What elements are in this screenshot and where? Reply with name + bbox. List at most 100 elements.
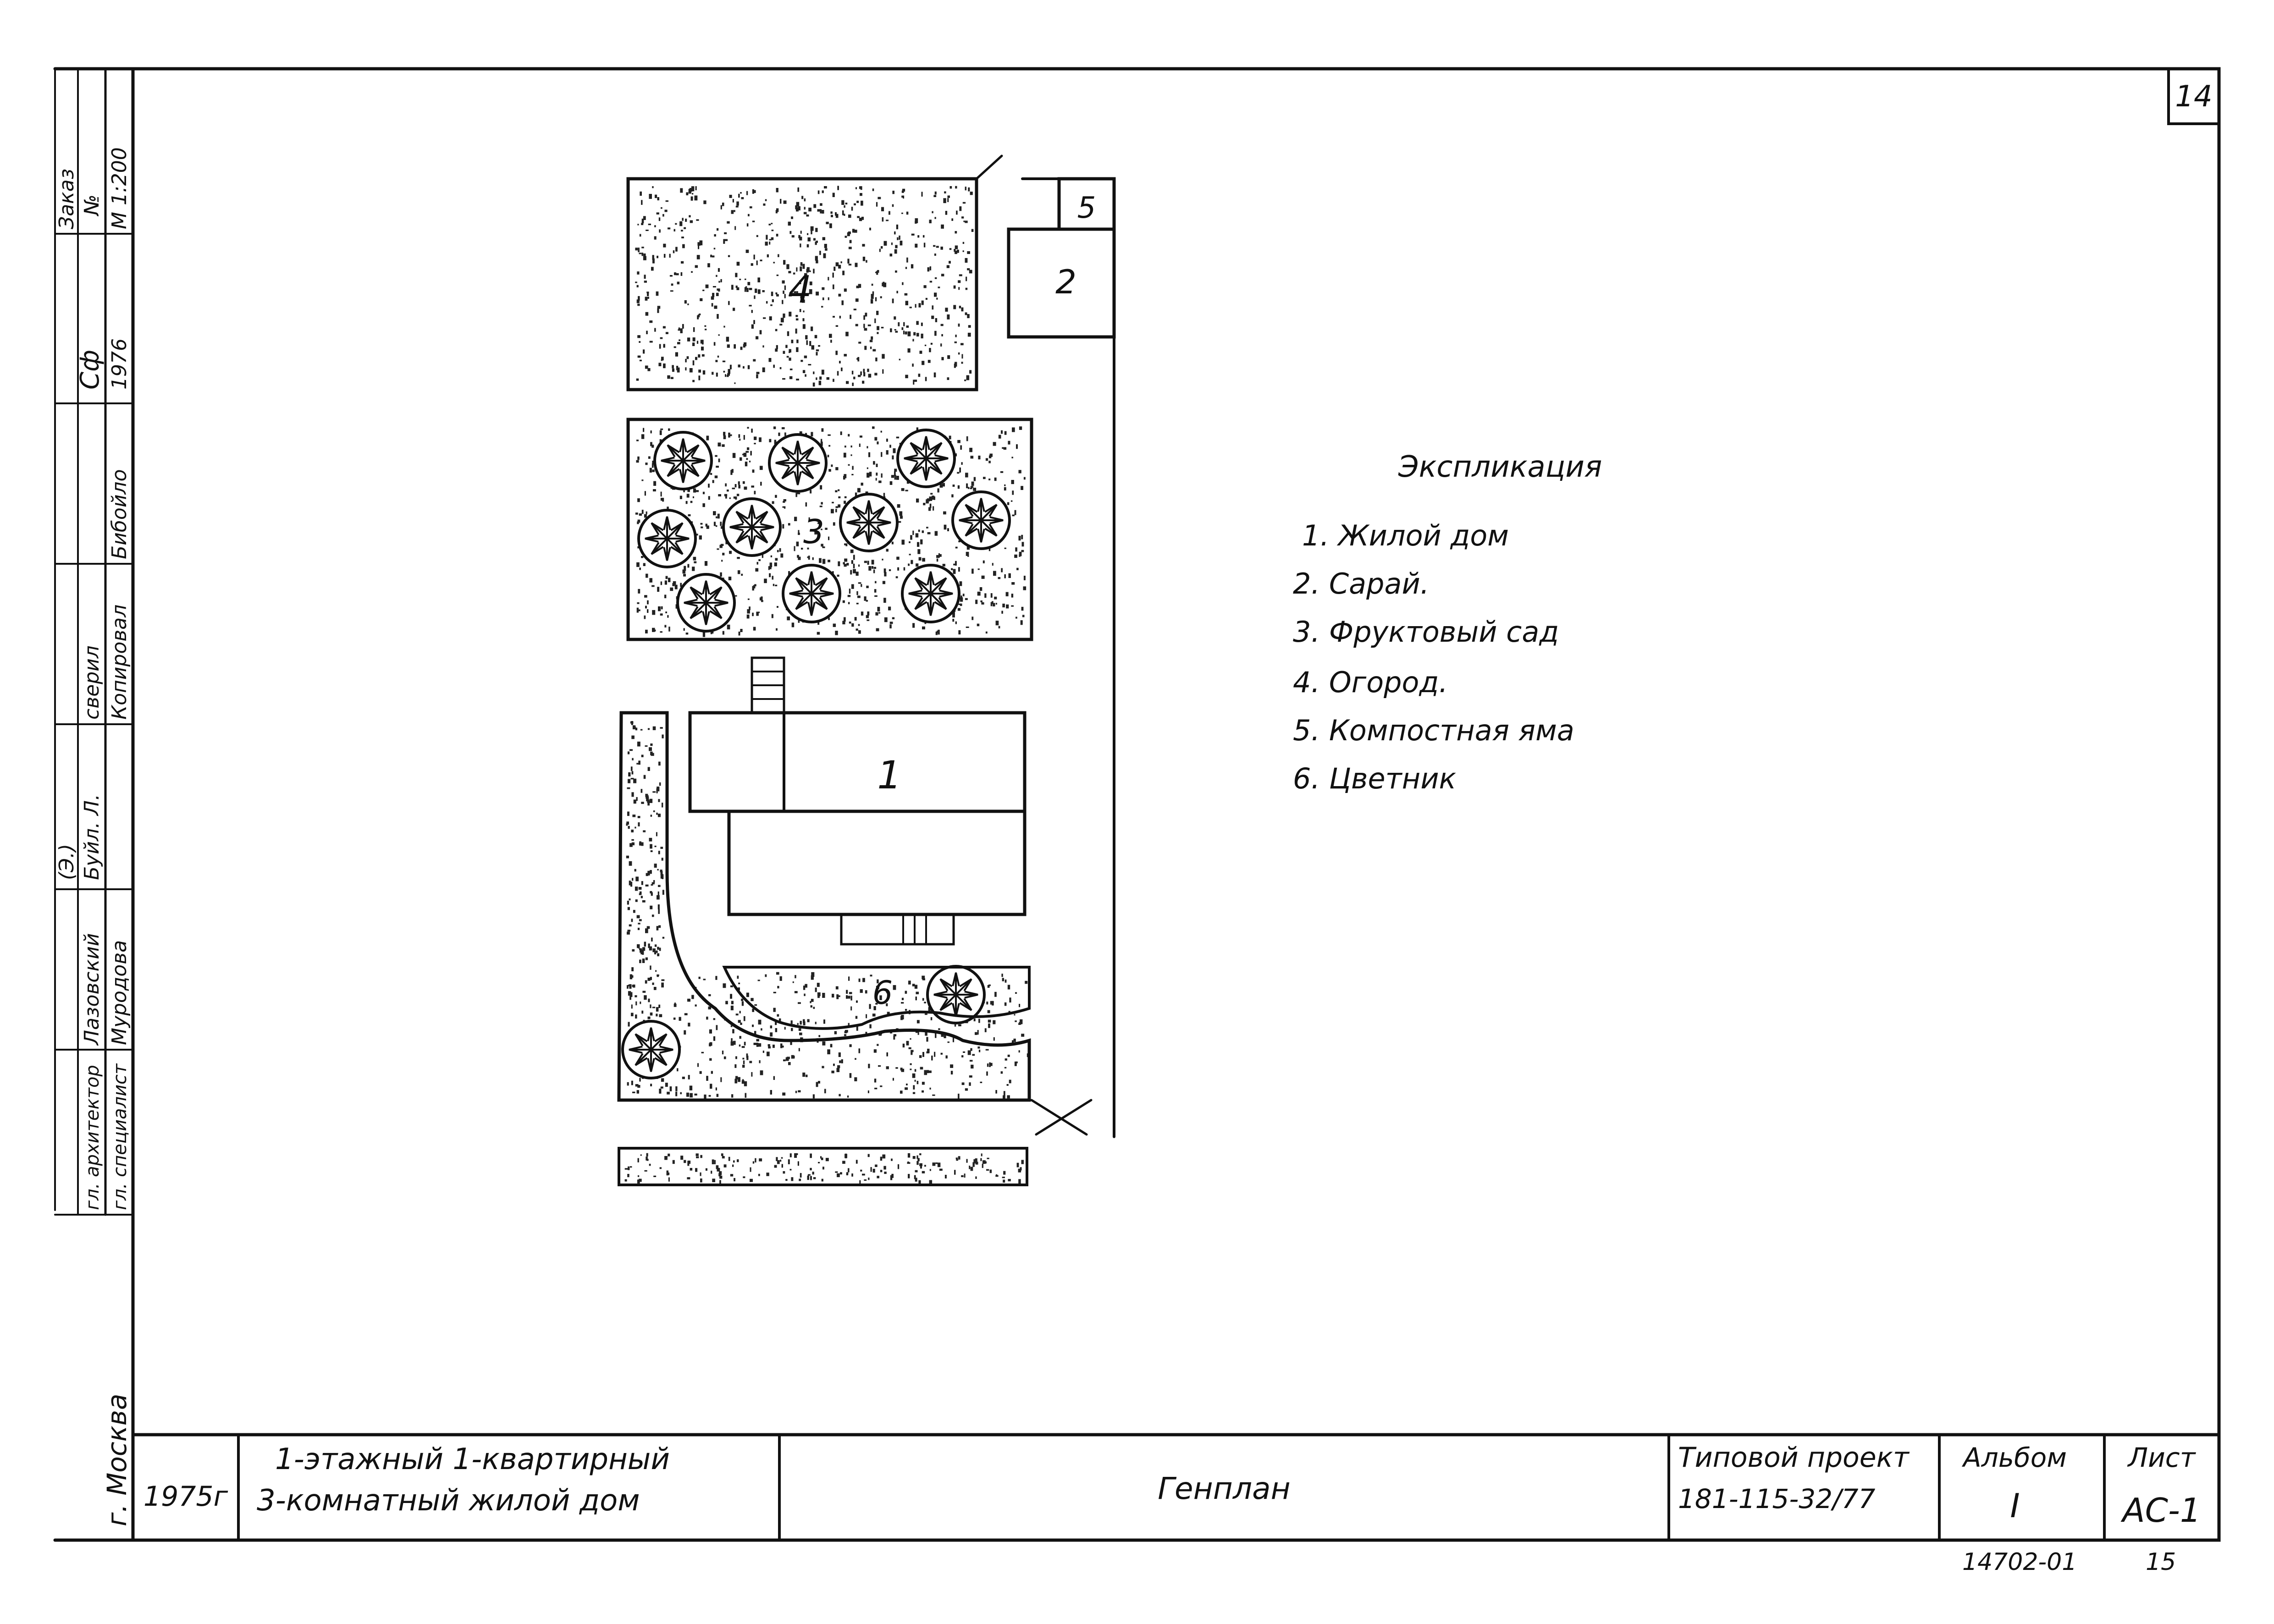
stipple-dot	[1007, 985, 1010, 990]
stipple-dot	[754, 295, 756, 299]
stipple-dot	[672, 583, 675, 586]
stipple-dot	[762, 554, 763, 558]
stamp-copied-label: Копировал	[108, 605, 131, 720]
stipple-dot	[807, 233, 809, 235]
stipple-dot	[690, 1168, 693, 1171]
zone-number-flower-bed: 6	[872, 974, 893, 1012]
stipple-dot	[651, 914, 654, 917]
stipple-dot	[725, 1001, 728, 1004]
stipple-dot	[776, 972, 779, 975]
stipple-dot	[858, 564, 860, 567]
stipple-dot	[880, 1085, 883, 1087]
stipple-dot	[654, 845, 657, 848]
stipple-dot	[886, 450, 889, 455]
stipple-dot	[737, 557, 740, 559]
stipple-dot	[798, 1048, 800, 1051]
stipple-dot	[640, 952, 643, 954]
stipple-dot	[702, 289, 705, 292]
stipple-dot	[675, 273, 679, 275]
stipple-dot	[908, 980, 911, 985]
stipple-dot	[1020, 620, 1023, 625]
stipple-dot	[913, 332, 916, 336]
stipple-dot	[811, 230, 812, 235]
stipple-dot	[657, 947, 659, 950]
stipple-dot	[918, 529, 920, 532]
stipple-dot	[928, 507, 931, 511]
stipple-dot	[853, 555, 855, 560]
stipple-dot	[911, 560, 913, 564]
zone-number-shed: 2	[1055, 263, 1076, 301]
stipple-dot	[843, 476, 845, 480]
stipple-dot	[649, 341, 653, 343]
stipple-dot	[711, 296, 714, 300]
stipple-dot	[1003, 1095, 1005, 1100]
stipple-dot	[900, 1016, 903, 1020]
stipple-dot	[847, 1096, 849, 1098]
stipple-dot	[794, 546, 795, 551]
stipple-dot	[675, 352, 678, 357]
flower-bed-zone: 6	[617, 711, 1031, 1102]
stipple-dot	[957, 249, 959, 253]
stipple-dot	[881, 246, 883, 249]
stipple-dot	[987, 1010, 990, 1013]
legend-item-1: 1. Жилой дом	[1302, 519, 1509, 552]
stipple-dot	[862, 244, 865, 247]
stipple-dot	[981, 575, 985, 579]
stipple-dot	[680, 328, 683, 333]
stipple-dot	[709, 1029, 712, 1034]
stipple-dot	[640, 191, 642, 196]
stipple-dot	[722, 444, 725, 447]
stipple-dot	[695, 1153, 699, 1156]
stipple-dot	[897, 504, 900, 508]
stipple-dot	[750, 1167, 751, 1172]
stipple-dot	[961, 216, 964, 219]
stipple-dot	[899, 235, 900, 240]
stipple-dot	[934, 277, 937, 279]
stipple-dot	[669, 275, 673, 277]
stipple-dot	[907, 331, 911, 336]
stipple-dot	[643, 253, 646, 256]
stipple-dot	[647, 609, 649, 613]
stipple-dot	[873, 461, 875, 465]
stipple-dot	[868, 566, 872, 571]
stipple-dot	[646, 330, 648, 335]
stipple-dot	[965, 1088, 968, 1091]
stipple-dot	[641, 223, 644, 226]
stipple-dot	[883, 282, 887, 287]
stipple-dot	[846, 995, 848, 999]
typical-project-label: Типовой проект	[1678, 1442, 1910, 1474]
stipple-dot	[661, 858, 663, 861]
stipple-dot	[777, 985, 779, 989]
stipple-dot	[858, 630, 861, 634]
stipple-dot	[934, 531, 938, 536]
stipple-dot	[783, 1059, 786, 1062]
stipple-dot	[776, 275, 779, 276]
stipple-dot	[729, 195, 732, 198]
stipple-dot	[823, 253, 826, 259]
stipple-dot	[816, 260, 818, 264]
stipple-dot	[768, 567, 772, 569]
stipple-dot	[817, 996, 820, 998]
stipple-dot	[931, 1055, 933, 1061]
stipple-dot	[664, 625, 667, 628]
stipple-dot	[641, 754, 644, 757]
stipple-dot	[970, 486, 974, 488]
stipple-dot	[712, 480, 714, 483]
stipple-dot	[744, 342, 747, 347]
stipple-dot	[912, 363, 914, 367]
stipple-dot	[706, 1016, 708, 1020]
stipple-dot	[759, 437, 762, 442]
stipple-dot	[652, 948, 656, 952]
stipple-dot	[631, 735, 635, 739]
stipple-dot	[716, 1165, 719, 1169]
stipple-dot	[633, 799, 636, 804]
stipple-dot	[777, 1014, 779, 1017]
stipple-dot	[938, 1028, 940, 1030]
stipple-dot	[759, 466, 763, 470]
stipple-dot	[709, 1043, 711, 1046]
stipple-dot	[644, 275, 646, 279]
stipple-dot	[783, 200, 787, 204]
stipple-dot	[959, 581, 962, 586]
stipple-dot	[704, 561, 708, 566]
stipple-dot	[969, 447, 972, 452]
